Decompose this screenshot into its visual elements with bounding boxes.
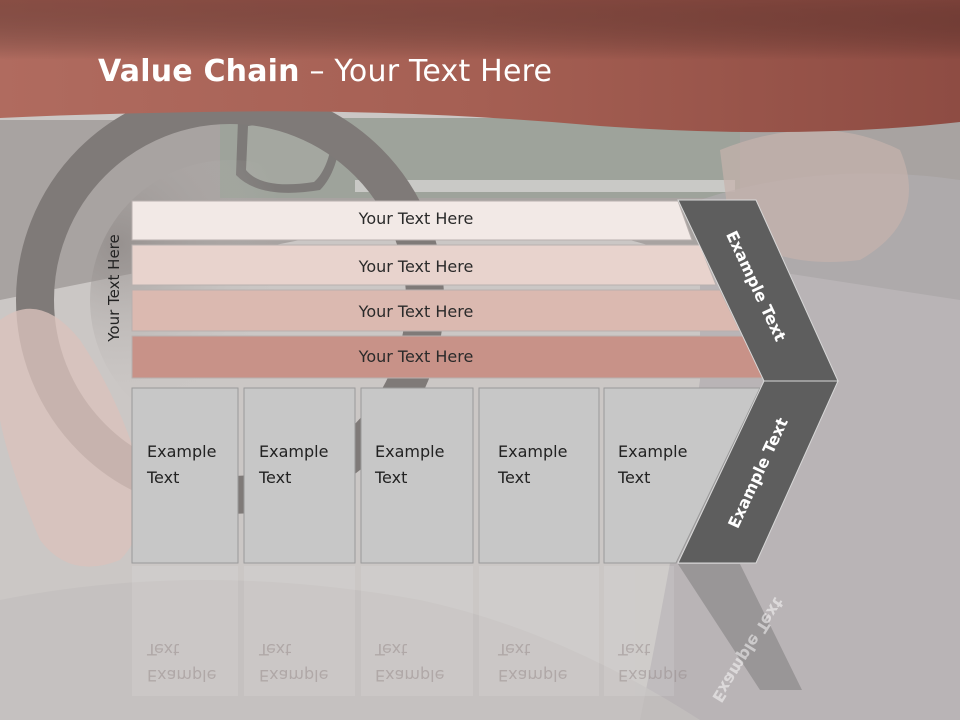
box-1-line-2: Text (147, 468, 180, 487)
box-5-reflection-line-1: Example (618, 666, 688, 685)
box-5-line-1: Example (618, 442, 688, 461)
box-5-reflection-line-2: Text (618, 640, 651, 659)
box-2-line-2: Text (259, 468, 292, 487)
box-1-reflection-line-1: Example (147, 666, 217, 685)
row-1 (131, 200, 693, 241)
row-3-label: Your Text Here (358, 302, 474, 321)
box-4-line-2: Text (498, 468, 531, 487)
box-2 (243, 387, 356, 564)
chevron-reflection (678, 564, 802, 690)
box-2-reflection: Example Text (259, 636, 328, 688)
box-1-text: Example Text (147, 439, 216, 491)
box-4-reflection: Example Text (498, 636, 567, 688)
box-3-reflection-line-2: Text (375, 640, 408, 659)
box-4-reflection-line-1: Example (498, 666, 568, 685)
row-1-label: Your Text Here (358, 209, 474, 228)
row-2 (131, 244, 717, 286)
box-1-reflection: Example Text (147, 636, 216, 688)
title-rest: – Your Text Here (299, 54, 553, 89)
boxes-reflection (132, 566, 674, 696)
box-1-line-1: Example (147, 442, 217, 461)
box-2-reflection-line-1: Example (259, 666, 329, 685)
box-3-line-1: Example (375, 442, 445, 461)
box-4-line-1: Example (498, 442, 568, 461)
side-label: Your Text Here (105, 234, 123, 342)
box-4-text: Example Text (498, 439, 567, 491)
row-4-label: Your Text Here (358, 347, 474, 366)
box-2-reflection-line-2: Text (259, 640, 292, 659)
box-3-reflection-line-1: Example (375, 666, 445, 685)
box-1 (131, 387, 239, 564)
box-5-text: Example Text (618, 439, 687, 491)
chevron-bottom (677, 380, 839, 564)
box-5-reflection: Example Text (618, 636, 687, 688)
box-2-text: Example Text (259, 439, 328, 491)
page-title: Value Chain – Your Text Here (98, 54, 552, 89)
box-3 (360, 387, 474, 564)
box-1-reflection-line-2: Text (147, 640, 180, 659)
box-5-line-2: Text (618, 468, 651, 487)
box-4-reflection-line-2: Text (498, 640, 531, 659)
box-5 (603, 387, 761, 564)
box-3-reflection: Example Text (375, 636, 444, 688)
box-2-line-1: Example (259, 442, 329, 461)
box-4 (478, 387, 600, 564)
title-bold: Value Chain (98, 54, 300, 89)
row-2-label: Your Text Here (358, 257, 474, 276)
box-3-text: Example Text (375, 439, 444, 491)
box-3-line-2: Text (375, 468, 408, 487)
